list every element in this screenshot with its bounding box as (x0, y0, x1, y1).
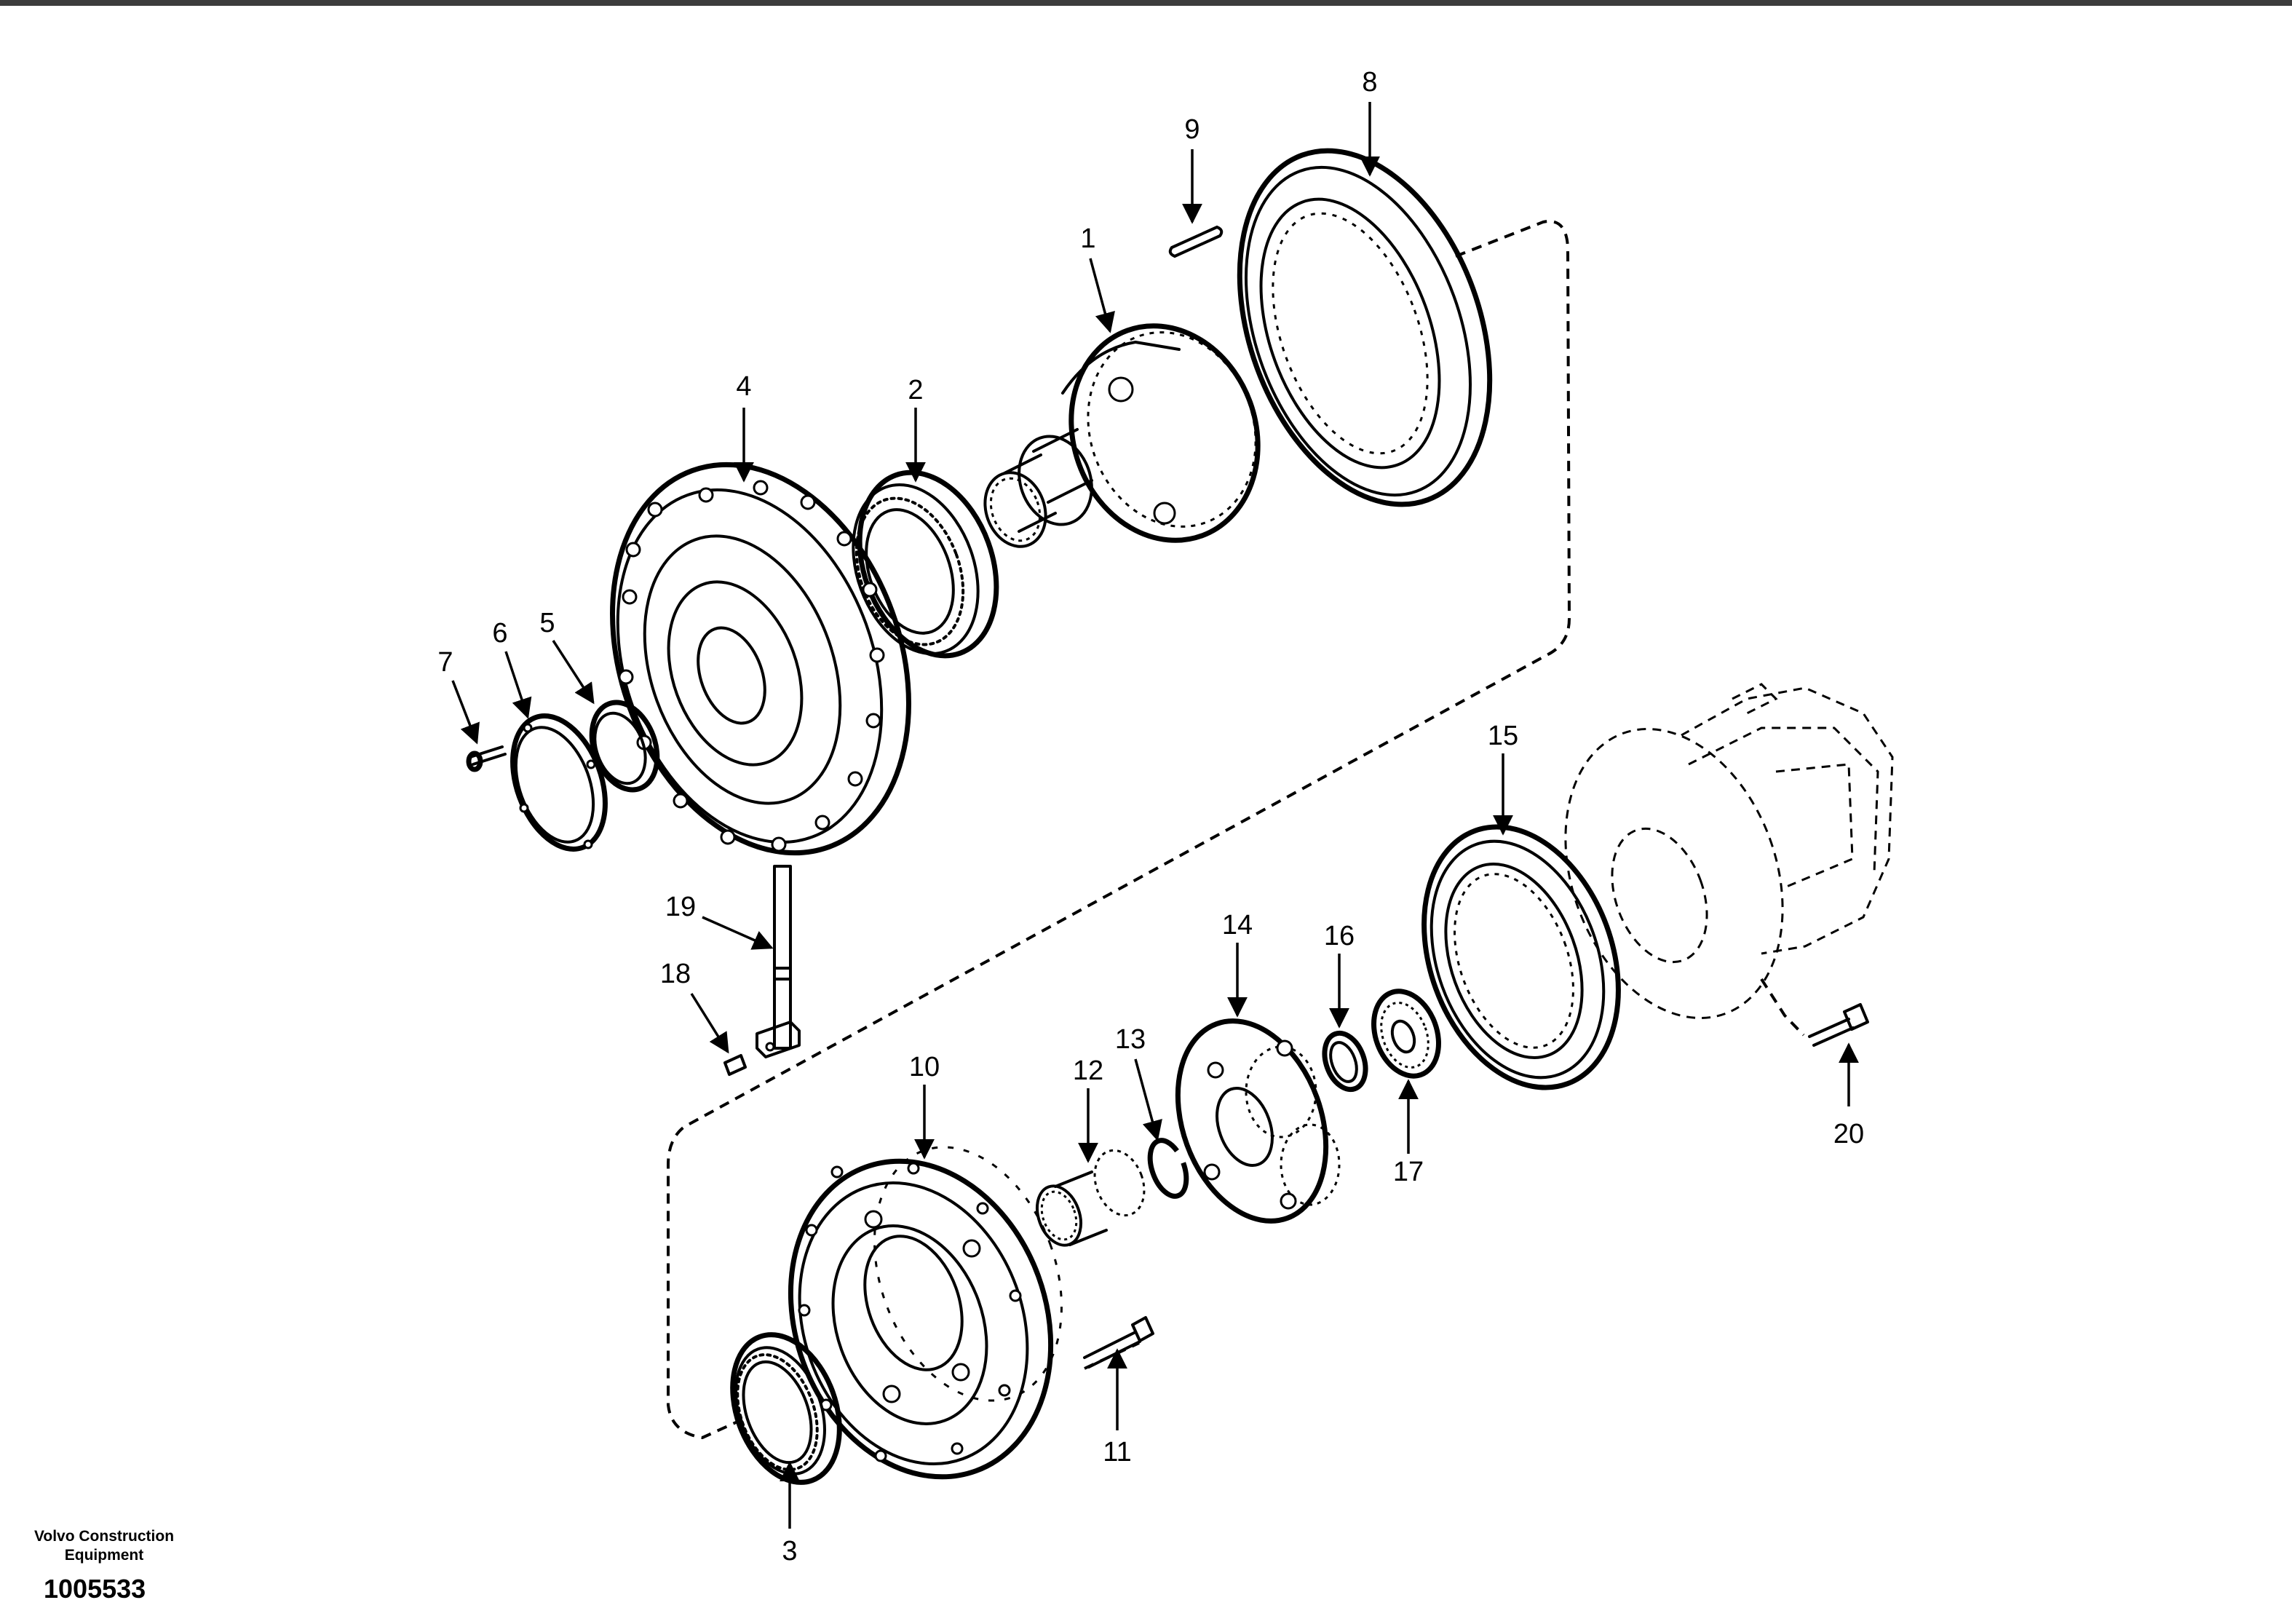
publisher-line-2: Equipment (64, 1547, 144, 1564)
callout-18: 18 (660, 959, 691, 989)
part-ring-gear-15 (1421, 824, 1621, 1090)
top-window-bar (0, 0, 2292, 6)
leader-6 (504, 651, 532, 719)
leader-19 (702, 916, 774, 950)
part-hub-4 (610, 462, 911, 856)
callout-13: 13 (1115, 1024, 1146, 1055)
assembly-path-rear (1760, 978, 1805, 1037)
callout-16: 16 (1324, 921, 1355, 951)
callout-19: 19 (665, 892, 696, 922)
callout-3: 3 (782, 1536, 797, 1566)
part-bolt-20 (1808, 1003, 1869, 1047)
assembly-path-upper (667, 220, 1571, 1440)
callout-17: 17 (1393, 1157, 1424, 1187)
part-shaft-12 (1036, 1149, 1146, 1247)
part-bearing-3 (730, 1332, 842, 1485)
callout-14: 14 (1222, 910, 1253, 940)
publisher-line-1: Volvo Construction (33, 1528, 175, 1545)
leader-lines (451, 102, 1859, 1529)
part-sun-gear-17 (1371, 989, 1441, 1079)
callout-5: 5 (539, 608, 555, 638)
part-seal-5 (589, 700, 660, 793)
callout-11: 11 (1103, 1437, 1131, 1467)
callout-2: 2 (908, 375, 923, 405)
ghost-housing (1564, 683, 1894, 1019)
callout-10: 10 (909, 1052, 940, 1082)
part-cover-6 (510, 713, 608, 852)
part-bearing-2 (852, 470, 999, 659)
part-ring-gear-8 (1237, 148, 1493, 507)
part-washer-16 (1322, 1030, 1368, 1093)
part-plug-18 (723, 1054, 747, 1076)
leader-7 (451, 680, 480, 745)
callout-8: 8 (1362, 67, 1377, 98)
part-bar-19 (756, 865, 801, 1058)
callout-4: 4 (736, 371, 751, 402)
part-housing-10 (788, 1146, 1063, 1480)
callout-12: 12 (1073, 1055, 1103, 1086)
part-bolt-11 (1083, 1316, 1154, 1368)
leader-18 (690, 993, 729, 1054)
callout-1: 1 (1080, 223, 1095, 254)
callout-labels: 1 2 3 4 5 6 7 8 9 10 11 12 13 14 15 16 1… (437, 67, 1864, 1566)
callout-20: 20 (1833, 1119, 1864, 1149)
leader-13 (1134, 1058, 1162, 1141)
part-carrier-14 (1175, 1018, 1341, 1224)
leader-5 (552, 640, 595, 705)
callout-9: 9 (1184, 114, 1199, 145)
part-carrier-1 (983, 323, 1261, 548)
document-number: 1005533 (44, 1574, 146, 1604)
part-pin-9 (1168, 226, 1224, 258)
callout-7: 7 (437, 647, 453, 678)
publisher-caption: Volvo Construction Equipment (13, 1527, 195, 1565)
leader-1 (1089, 258, 1115, 333)
callout-15: 15 (1488, 721, 1518, 751)
callout-6: 6 (492, 618, 507, 649)
part-screw-7 (466, 745, 507, 772)
